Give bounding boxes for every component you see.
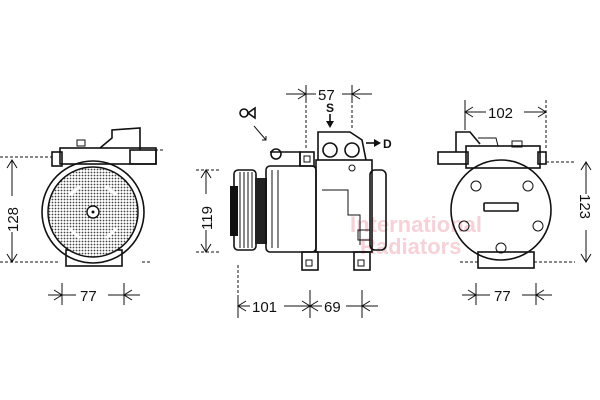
dimension-width-102: 102 xyxy=(464,100,547,150)
svg-text:77: 77 xyxy=(494,288,511,305)
dimension-height-123: 123 xyxy=(576,161,595,263)
dimension-width-77-left: 77 xyxy=(48,283,140,305)
side-view-center xyxy=(230,100,387,300)
dimension-101-69: 101 69 xyxy=(237,290,378,318)
svg-text:Radiators: Radiators xyxy=(360,234,461,259)
dimension-width-77-right: 77 xyxy=(462,283,552,305)
svg-text:69: 69 xyxy=(324,299,341,316)
suction-port-marker: S xyxy=(326,101,334,128)
rear-view-right xyxy=(437,131,575,269)
svg-text:119: 119 xyxy=(199,206,216,230)
arrow-right-icon xyxy=(374,139,381,147)
svg-text:123: 123 xyxy=(576,194,593,219)
svg-text:S: S xyxy=(326,101,334,115)
arrow-down-icon xyxy=(326,121,334,128)
sensor-icon xyxy=(239,106,267,141)
front-view-left xyxy=(0,127,165,267)
dimension-height-119: 119 xyxy=(196,169,220,253)
discharge-port-marker: D xyxy=(366,137,392,151)
dim-label-128: 128 xyxy=(5,207,22,232)
svg-text:D: D xyxy=(383,137,392,151)
dimension-height-128: 128 xyxy=(3,159,22,263)
svg-text:77: 77 xyxy=(80,288,97,305)
svg-text:102: 102 xyxy=(488,105,513,122)
svg-text:57: 57 xyxy=(318,87,335,104)
dimension-port-spacing-57: 57 xyxy=(286,85,372,104)
svg-text:101: 101 xyxy=(252,299,277,316)
